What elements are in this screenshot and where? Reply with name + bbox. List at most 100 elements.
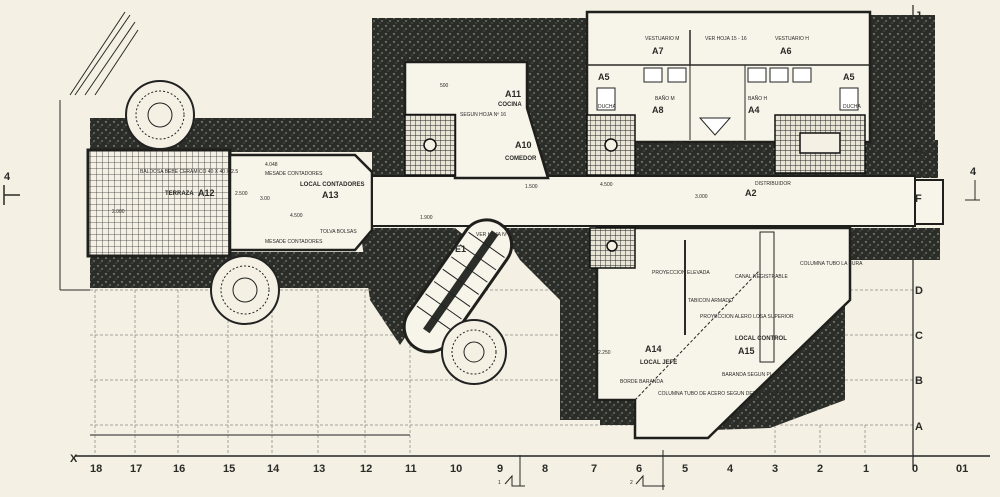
ducha-left-name: DUCHA — [598, 104, 616, 110]
room-contadores — [228, 153, 374, 252]
mesa-bottom: MESADE CONTADORES — [265, 239, 323, 245]
corridor-distribuidor — [371, 175, 916, 227]
axis-x-labels: X 18 17 16 15 14 13 12 11 10 9 8 7 6 5 4… — [70, 453, 968, 475]
jefe-level: 2.250 — [598, 350, 611, 356]
comedor-code: A10 — [515, 140, 532, 150]
bano-h-name: BAÑO H — [748, 95, 768, 102]
bano-h-code: A4 — [748, 105, 760, 115]
bano-m-code: A8 — [652, 105, 664, 115]
contadores-dim2: 4.500 — [290, 213, 303, 219]
room-jefe-control — [595, 226, 852, 440]
section-mark-left: 4 — [4, 171, 11, 183]
axis-y-label: F — [915, 193, 922, 205]
ver-hoja: VER HOJA 15 - 16 — [705, 36, 747, 42]
axis-y-label: A — [915, 421, 923, 433]
vestuario-m-name: VESTUARIO M — [645, 36, 679, 42]
comedor-name: COMEDOR — [505, 156, 537, 162]
wc-left-name: W.C — [693, 148, 703, 154]
wc-right-code: A3 — [728, 140, 740, 150]
cocina-note: SEGUN HOJA Nº 16 — [460, 112, 506, 118]
canal — [759, 231, 775, 363]
terrace-a12 — [86, 148, 232, 258]
bano-m-name: BAÑO M — [655, 95, 675, 102]
dist-dim-3: 1.500 — [525, 184, 538, 190]
axis-y-labels: J I H G F E D C B A — [915, 10, 924, 433]
note-tabicon: TABICON ARMADO — [688, 298, 733, 304]
escalera-note: VER HOJA Nº 8 — [476, 232, 512, 238]
terrace-level: 2.000 — [112, 209, 125, 215]
site-edge-hatch — [59, 11, 139, 291]
corridor-extension — [914, 179, 944, 225]
axis-x-label: 4 — [727, 463, 734, 475]
ducha-left-code: A5 — [598, 72, 610, 82]
contadores-name: LOCAL CONTADORES — [300, 182, 364, 188]
wc-right-name: W.C — [712, 148, 722, 154]
axis-origin-label: X — [70, 453, 78, 465]
contadores-code: A13 — [322, 190, 339, 200]
axis-y-label: G — [915, 146, 924, 158]
sinks — [596, 67, 859, 136]
cocina-name: COCINA — [498, 102, 522, 108]
section-mark-right: 4 — [970, 166, 977, 178]
ducha-right-code: A5 — [843, 72, 855, 82]
projection-line — [634, 269, 761, 401]
control-canal: CANAL REGISTRABLE — [735, 274, 789, 280]
axis-x-label: 2 — [817, 463, 823, 475]
control-baranda: BARANDA SEGUN PLANO Nº — [722, 372, 790, 378]
escalera-code: E1 — [455, 244, 466, 254]
jefe-code: A14 — [645, 344, 662, 354]
axis-x-label: 12 — [360, 463, 372, 475]
terrace-code: A12 — [198, 188, 215, 198]
axis-x-label: 17 — [130, 463, 142, 475]
vestuario-m-code: A7 — [652, 46, 664, 56]
ducha-right-name: DUCHA — [843, 104, 861, 110]
axis-y-label: B — [915, 375, 923, 387]
cocina-dim: 500 — [440, 83, 449, 89]
axis-x-label: 11 — [405, 463, 417, 475]
note-columna: COLUMNA TUBO DE ACERO SEGUN DETALLE PLAN… — [658, 391, 805, 397]
dist-dim-1: 3.000 — [695, 194, 708, 200]
contadores-level: 2.500 — [235, 191, 248, 197]
square-planters — [404, 114, 866, 269]
axis-x-label: 8 — [542, 463, 548, 475]
mesa-top: MESADE CONTADORES — [265, 171, 323, 177]
jefe-note: BORDE BARANDA — [620, 379, 664, 385]
note-diag: PROYECCION ALERO LOSA SUPERIOR — [700, 314, 794, 320]
control-name: LOCAL CONTROL — [735, 336, 787, 342]
axis-y-label: D — [915, 285, 923, 297]
axis-x-label: 16 — [173, 463, 185, 475]
section-marks: 4 4 1 2 — [3, 166, 980, 490]
note-proyeccion: PROYECCION ELEVADA — [652, 270, 710, 276]
staircase-e1 — [402, 218, 514, 354]
axis-x-label: 9 — [497, 463, 503, 475]
axis-x-label: 15 — [223, 463, 235, 475]
contadores-dim1: 4.048 — [265, 162, 278, 168]
axis-x-label: 18 — [90, 463, 102, 475]
vestuario-h-code: A6 — [780, 46, 792, 56]
note-columna2: COLUMNA TUBO LA BURA — [800, 261, 863, 267]
terrace-name: TERRAZA — [165, 191, 194, 197]
axis-x-label: 13 — [313, 463, 325, 475]
tolva: TOLVA BOLSAS — [320, 229, 357, 235]
section-mark-bottom-2: 2 — [630, 480, 633, 486]
distribuidor-code: A2 — [745, 188, 757, 198]
control-code: A15 — [738, 346, 755, 356]
dist-dim-0: 4.500 — [600, 182, 613, 188]
axis-y-label: I — [915, 55, 918, 67]
axis-x-label: 7 — [591, 463, 597, 475]
cocina-code: A11 — [505, 89, 521, 99]
axis-x-label: 0 — [912, 463, 918, 475]
axis-x-label: 5 — [682, 463, 688, 475]
axis-y-label: J — [915, 10, 921, 22]
distribuidor-name: DISTRIBUIDOR — [755, 181, 791, 187]
dist-dim-2: 1.900 — [420, 215, 433, 221]
axis-y-label: C — [915, 330, 923, 342]
axis-y-label: H — [915, 101, 923, 113]
axis-x-label: 10 — [450, 463, 462, 475]
section-mark-bottom-1: 1 — [498, 480, 501, 486]
axis-x-label: 14 — [267, 463, 280, 475]
axis-x-label: 1 — [863, 463, 869, 475]
axis-y-label: E — [915, 239, 922, 251]
wc-left-code: A3 — [672, 140, 684, 150]
